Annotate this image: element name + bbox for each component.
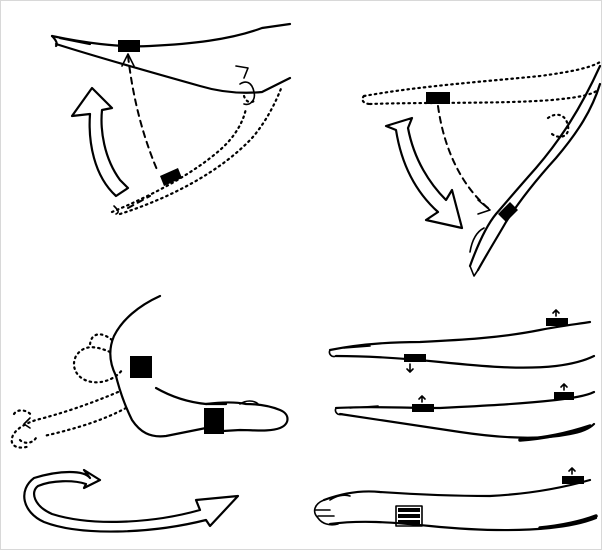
motion-arrow-down xyxy=(386,118,462,228)
shoulder-sensor xyxy=(130,356,152,378)
sensor-lowered-arm-2 xyxy=(498,202,518,222)
sensor-raised-arm xyxy=(118,40,140,52)
panel-bottom-right xyxy=(315,310,596,530)
panel-top-left xyxy=(52,24,290,214)
arm1-lower-outline xyxy=(336,356,594,368)
overhead-arm-dotted xyxy=(74,347,122,382)
arm3-sensor-shoulder xyxy=(562,476,584,484)
panel-top-right xyxy=(362,62,600,276)
raised-arm-lower-outline xyxy=(56,44,290,93)
rotated-arm-dotted-lower xyxy=(44,408,126,436)
horizontal-arm-dotted-lower xyxy=(370,90,598,104)
arm1-sensor-shoulder xyxy=(546,318,568,326)
torso-outline xyxy=(110,296,206,436)
sensor-horizontal-arm xyxy=(426,92,450,104)
lowered-arm-dotted-lower xyxy=(120,86,282,214)
panel-bottom-left xyxy=(12,296,288,532)
shoulder-joint-2 xyxy=(548,115,568,137)
arm3-hand xyxy=(315,495,350,525)
motion-arrow-up-down xyxy=(72,88,128,196)
arm2-sensor-shoulder xyxy=(554,392,574,400)
lowered-arm-outline-left xyxy=(478,84,600,270)
motion-arrow-horizontal xyxy=(24,470,238,532)
shoulder-joint xyxy=(236,66,254,104)
arm1-sensor-wrist xyxy=(404,354,426,362)
arm3-upper-outline xyxy=(324,480,590,500)
sensor-trajectory-dashed-2 xyxy=(438,106,488,208)
lowered-arm-dotted-upper xyxy=(112,108,246,212)
arm2-sensor-wrist xyxy=(412,404,434,412)
arm1-hand xyxy=(329,346,370,357)
arm3-lower-outline xyxy=(330,518,596,530)
upper-arm-contour xyxy=(156,388,226,404)
dotted-hand xyxy=(14,410,36,442)
wrist-sensor xyxy=(204,408,224,434)
horizontal-arm-dotted-upper xyxy=(364,62,600,96)
